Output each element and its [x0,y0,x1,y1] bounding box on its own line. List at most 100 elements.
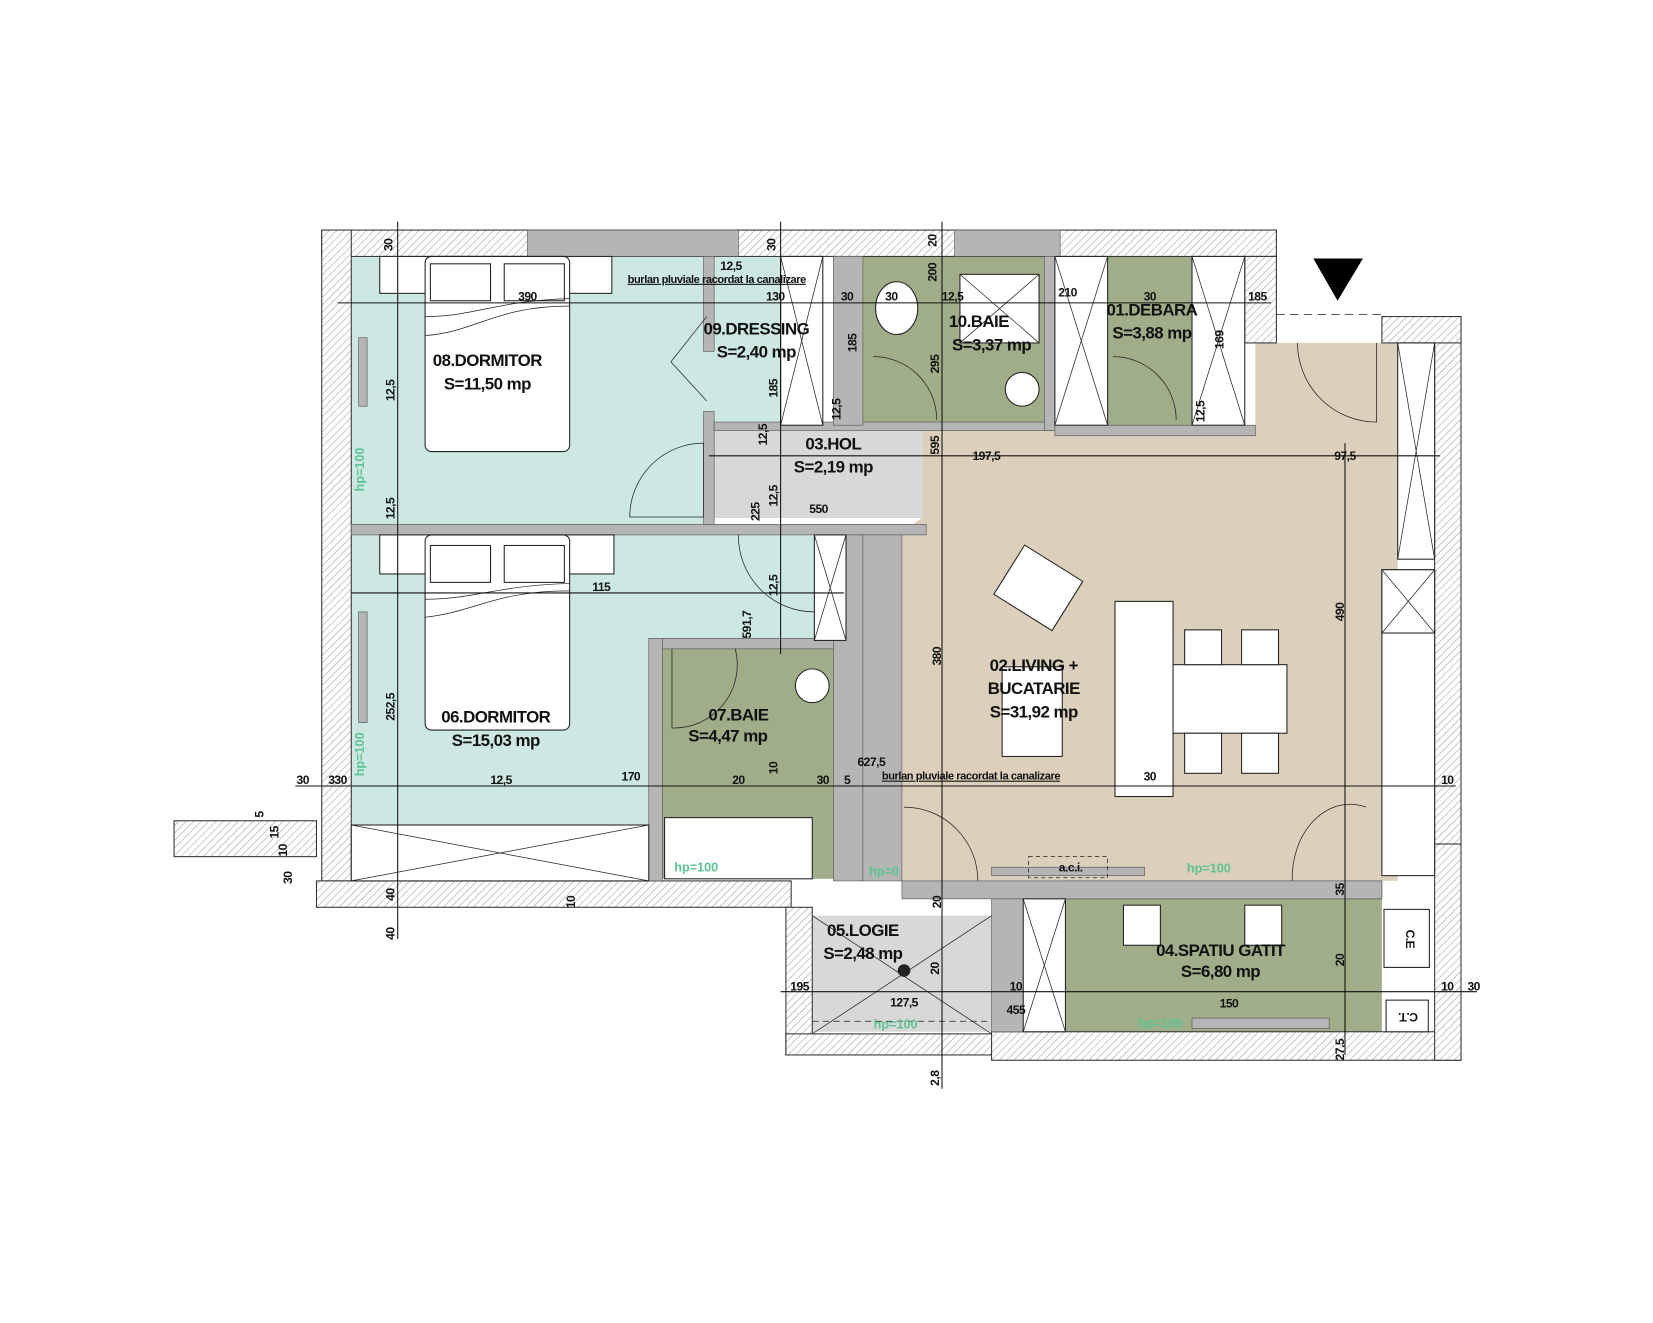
dimension-label: 35 [1333,882,1347,895]
height-label: hp=100 [874,1018,918,1032]
dining-table-icon [1172,664,1288,734]
room-name: 03.HOL [805,434,861,453]
dimension-label: 12,5 [766,574,780,596]
stove-icon [1383,908,1430,968]
dimension-label: 30 [1144,770,1157,784]
dimension-label: 10 [1441,773,1454,787]
dimension-label: 30 [764,238,778,251]
rain-pipe-note: burlan pluviale racordat la canalizare [628,274,807,286]
dimension-label: 295 [928,354,942,373]
dimension-label: 30 [297,773,310,787]
floor-spatiu-gatit-04 [1065,898,1382,1032]
dimension-label: 10 [766,761,780,774]
dimension-label: 595 [928,435,942,454]
room-area: S=3,37 mp [952,335,1031,354]
dimension-label: 550 [809,502,828,516]
dimension-label: 27,5 [1333,1038,1347,1060]
ce-label: C.E [1403,930,1417,949]
room-name: 02.LIVING + [990,656,1079,675]
room-name: 04.SPATIU GATIT [1156,941,1286,960]
dimension-label: 40 [384,888,398,901]
height-label: hp=100 [353,732,367,776]
dimension-label: 30 [281,871,295,884]
room-name: BUCATARIE [988,679,1080,698]
ct-label: C.T. [1398,1010,1418,1024]
room-area: S=6,80 mp [1181,962,1260,981]
dimension-label: 12,5 [384,497,398,519]
bed-icon [424,255,571,453]
dimension-label: 30 [817,773,830,787]
floor-debara-01 [1107,256,1193,428]
dimension-label: 2,8 [928,1070,942,1086]
dimension-label: 150 [1220,997,1239,1011]
dimension-label: 12,5 [830,398,844,420]
room-area: S=3,88 mp [1112,324,1191,343]
entrance-arrow-icon [1313,258,1363,301]
dimension-label: 12,5 [1194,400,1208,422]
dimension-label: 20 [928,961,942,974]
dimension-label: 97,5 [1334,449,1356,463]
room-area: S=15,03 mp [452,731,540,750]
armchair-icon [993,544,1084,632]
height-label: hp=100 [353,448,367,492]
dimension-label: 15 [267,825,281,838]
dimension-label: 40 [384,927,398,940]
bed-icon [424,534,571,731]
dimension-label: 390 [518,290,537,304]
dimension-label: 10 [1441,980,1454,994]
dimension-label: 12,5 [384,379,398,401]
dimension-label: 12,5 [756,423,770,445]
dimension-label: 12,5 [942,290,964,304]
dimension-label: 30 [1467,980,1480,994]
dimension-label: 10 [276,843,290,856]
dimension-label: 20 [1333,953,1347,966]
dimension-label: 627,5 [857,755,885,769]
bathtub-icon [664,817,813,880]
boiler-icon [1385,999,1429,1033]
dimension-label: 330 [328,773,347,787]
dimension-label: 5 [844,773,851,787]
dimension-label: 5 [253,811,267,818]
dimension-label: 195 [790,980,809,994]
dimension-label: 210 [1058,286,1077,300]
dimension-label: 591,7 [740,610,754,638]
doors [629,316,1377,881]
dimension-label: 380 [930,646,944,665]
dimension-label: 30 [381,238,395,251]
dimension-label: 200 [926,262,940,281]
dimension-label: 130 [766,290,785,304]
dimension-lines [295,221,1477,1089]
dimension-label: 197,5 [972,449,1000,463]
dimension-label: 12,5 [490,773,512,787]
room-area: S=2,19 mp [794,458,873,477]
room-area: S=4,47 mp [688,727,767,746]
dimension-label: 455 [1007,1003,1026,1017]
dimension-label: 20 [926,234,940,247]
dimension-label: 169 [1213,330,1227,349]
furniture [350,255,1436,1035]
height-label: hp=0 [869,865,899,879]
interior-walls [350,256,1383,1033]
room-name: 10.BAIE [949,312,1009,331]
dimension-label: 30 [885,290,898,304]
height-label: hp=100 [1187,861,1231,875]
dimension-label: 20 [732,773,745,787]
dimension-label: 20 [930,895,944,908]
rain-pipe-note: burlan pluviale racordat la canalizare [882,771,1061,783]
room-name: 09.DRESSING [703,319,809,338]
dimension-label: 127,5 [890,995,918,1009]
dimension-label: 12,5 [766,484,780,506]
room-name: 08.DORMITOR [433,351,542,370]
dimension-label: 185 [1248,290,1267,304]
dimension-label: 30 [841,290,854,304]
dimension-label: 115 [592,580,611,594]
height-label: hp=100 [674,860,718,874]
room-labels: 08.DORMITOR S=11,50 mp 09.DRESSING S=2,4… [433,300,1287,981]
dimension-label: 490 [1333,602,1347,621]
dimension-label: 252,5 [384,692,398,720]
room-area: S=31,92 mp [990,702,1078,721]
dimension-label: 170 [621,770,640,784]
